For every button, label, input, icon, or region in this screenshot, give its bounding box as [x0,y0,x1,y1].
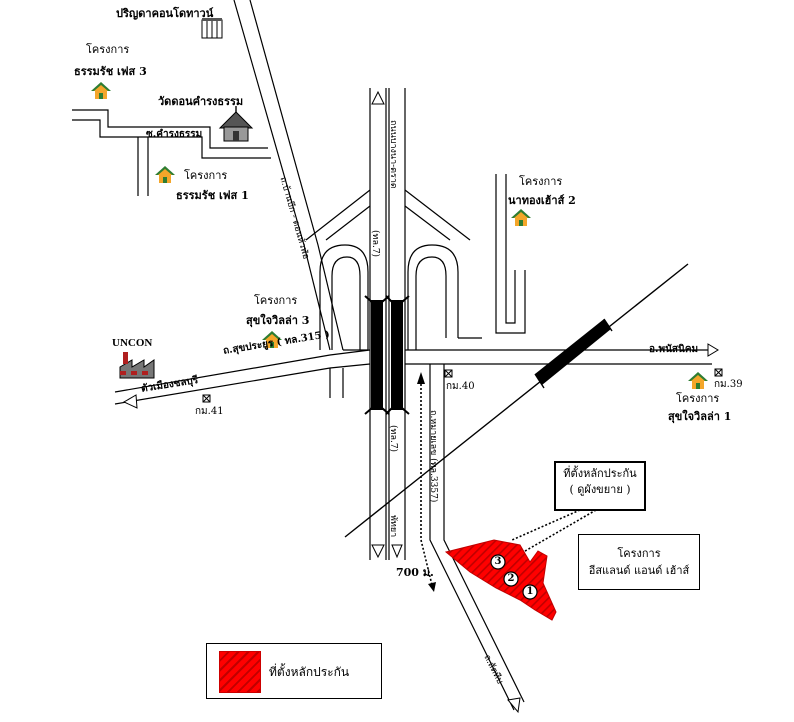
factory-icon [119,352,155,379]
nathong-label-1: โครงการ [519,175,563,188]
road-phanat-label: อ.พนัสนิคม [649,344,699,355]
collateral-callout: ที่ตั้งหลักประกัน ( ดูผังขยาย ) [554,461,646,511]
interchange-loops [305,189,482,350]
project-line-1: โครงการ [617,547,661,560]
km40-label: กม.40 [446,381,475,392]
km41-label: กม.41 [195,406,224,417]
road-nathong [495,174,526,334]
tharm1-label-2: ธรรมรัช เฟส 1 [176,189,249,202]
legend-label: ที่ตั้งหลักประกัน [269,665,350,679]
tharm3-label-1: โครงการ [86,43,130,56]
project-box: โครงการ อีสแลนด์ แอนด์ เฮ้าส์ [578,534,700,590]
suk3-label-2: สุขใจวิลล่า 3 [246,314,310,327]
soi-damrong-label: ซ.คำรงธรรม [146,129,203,140]
suk1-label-1: โครงการ [676,392,720,405]
suk1-label-2: สุขใจวิลล่า 1 [668,410,732,423]
road-soi-damrong [72,109,271,196]
suk3-label-1: โครงการ [254,294,298,307]
km39-label: กม.39 [714,379,743,390]
plot-3-label: 3 [494,556,502,567]
building-icon [201,18,223,39]
highway-7 [369,88,406,560]
plot-1-label: 1 [526,586,534,597]
nathong-label-2: นาทองเฮ้าส์ 2 [508,194,576,207]
hw7-top-label: (ทล.7) [370,230,380,258]
callout-line-1: ที่ตั้งหลักประกัน [563,467,637,480]
plot-markers [490,554,538,600]
road-sukprayoon [114,349,371,405]
road-3357 [429,364,525,711]
legend-swatch [219,651,261,693]
tower-label: ปริญดาคอนโดทาวน์ [116,7,214,20]
road-bangna-label: ถนนบางนา-ตราด [388,120,398,189]
hw7-bottom-label: (ทล.7) [388,425,398,453]
km-marker-icon [202,368,723,403]
tharm3-label-2: ธรรมรัช เฟส 3 [74,65,147,78]
collateral-parcel [444,539,557,621]
tharm1-label-1: โครงการ [184,169,228,182]
project-line-2: อีสแลนด์ แอนด์ เฮ้าส์ [588,564,690,577]
callout-line-2: ( ดูผังขยาย ) [569,483,631,496]
callout-leader [505,509,597,563]
distance-label: 700 ม. [396,566,434,579]
plot-2-label: 2 [507,573,515,584]
uncon-label: UNCON [112,337,153,349]
legend: ที่ตั้งหลักประกัน [206,643,382,699]
distance-marker [417,372,436,592]
road-bantuek [233,0,344,351]
overpass [364,295,410,415]
pattaya-label: พัทยา [388,515,398,538]
temple-label: วัดดอนคำรงธรรม [158,95,244,108]
road-3357-label: ถ.หมายเลข (ทล.3357) [428,410,438,503]
railway [344,263,689,538]
temple-icon [218,106,254,142]
arrow-icon [122,90,719,714]
